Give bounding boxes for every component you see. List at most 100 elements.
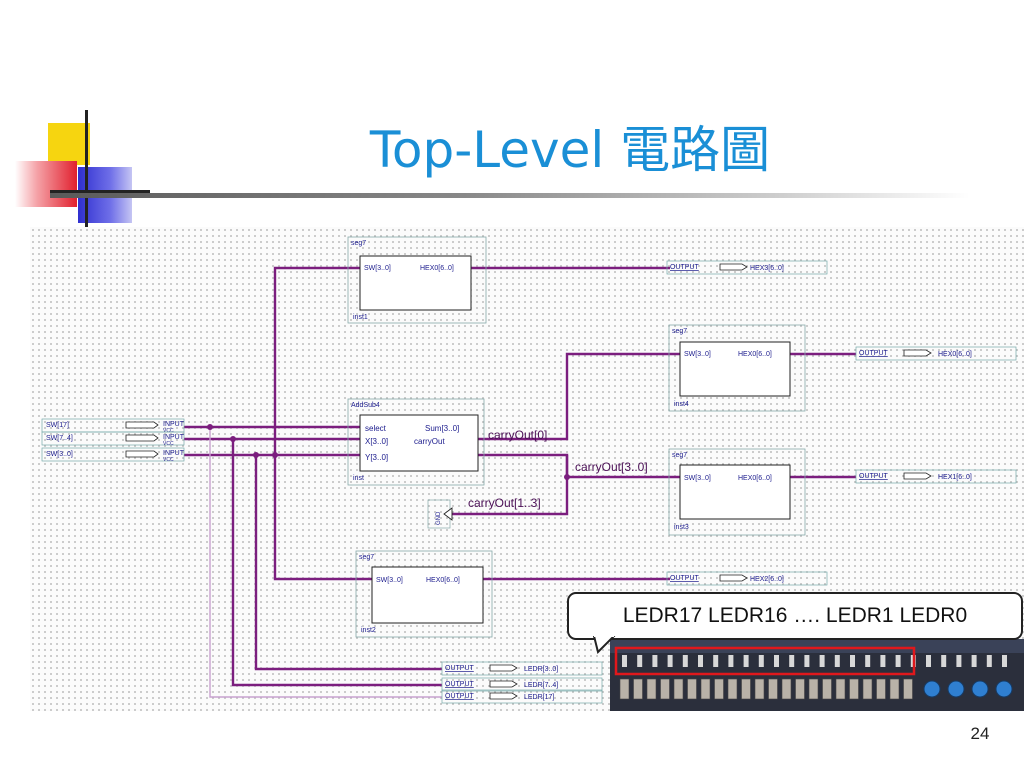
title-underline <box>50 193 970 198</box>
board-slide-switch <box>795 678 805 700</box>
net-label-carryout-1-3: carryOut[1..3] <box>468 496 541 510</box>
port-sum: Sum[3..0] <box>425 424 459 433</box>
board-slide-switch <box>754 678 765 700</box>
output-pin-ledr17: OUTPUT LEDR[17] <box>441 689 603 704</box>
board-slide-switch <box>835 678 846 700</box>
wires <box>184 266 856 687</box>
input-pin-vcc: VCC <box>163 428 174 434</box>
board-slide-switch <box>862 678 873 700</box>
block-frame <box>668 324 806 412</box>
block-frame <box>668 448 806 536</box>
gnd-symbol: GND <box>427 499 453 529</box>
board-slide-switch <box>741 678 751 700</box>
board-slide-switch <box>646 678 657 700</box>
output-pin-name: HEX3[6..0] <box>750 265 784 272</box>
junction-dot <box>230 436 236 442</box>
input-pin-sw74: SW[7..4] INPUT VCC <box>41 431 185 447</box>
input-pins: SW[17] INPUT VCC SW[7..4] INPUT VCC SW[3… <box>41 418 185 463</box>
block-instance-label: inst1 <box>353 314 368 321</box>
input-pin-frame <box>41 431 185 446</box>
board-led <box>652 655 658 667</box>
gnd-triangle <box>443 507 453 521</box>
output-pin-frame <box>441 689 603 704</box>
output-pin-frame <box>441 661 603 676</box>
input-pin-arrow <box>125 450 159 458</box>
block-instance-label: inst2 <box>361 627 376 634</box>
corner-ornament <box>10 105 150 230</box>
slide-title: Top-Level 電路圖 <box>369 121 771 179</box>
block-port-out: HEX0[6..0] <box>426 577 460 584</box>
output-pin-hex2: OUTPUT HEX2[6..0] <box>666 571 828 586</box>
ornament-horizontal-line <box>50 190 150 193</box>
board-slide-switch <box>889 678 900 700</box>
board-slide-switch <box>876 678 886 700</box>
output-pins: OUTPUT HEX3[6..0] OUTPUT HEX0[6..0] OUTP… <box>441 260 1017 704</box>
board-led <box>758 655 764 667</box>
callout-pointer-mask <box>594 636 614 637</box>
output-pin-tag: OUTPUT <box>445 665 475 672</box>
output-pin-name: LEDR[7..4] <box>524 682 558 689</box>
wire-to-inst1 <box>273 266 360 455</box>
led-row <box>622 655 1007 667</box>
ornament-vertical-line <box>85 110 88 230</box>
switch-row <box>619 678 913 700</box>
board-led <box>819 655 825 667</box>
callout-highlight-box <box>614 646 916 676</box>
seg7-inst2: seg7 SW[3..0] HEX0[6..0] inst2 <box>355 550 493 638</box>
board-led <box>941 655 947 667</box>
block-type-label: AddSub4 <box>351 402 380 409</box>
board-led <box>804 655 810 667</box>
output-pin-hex3: OUTPUT HEX3[6..0] <box>666 260 828 275</box>
port-select: select <box>365 424 387 433</box>
board-slide-switch <box>808 678 819 700</box>
seg7-inst4: seg7 SW[3..0] HEX0[6..0] inst4 <box>668 324 806 412</box>
board-slide-switch <box>822 678 832 700</box>
block-instance-label: inst <box>353 475 364 482</box>
input-pin-vcc: VCC <box>163 457 174 463</box>
wire-to-inst2 <box>273 455 372 581</box>
board-led <box>682 655 688 667</box>
board-led <box>956 655 962 667</box>
output-pin-arrow <box>719 574 748 582</box>
output-pin-name: HEX0[6..0] <box>938 351 972 358</box>
input-pin-sw17: SW[17] INPUT VCC <box>41 418 185 434</box>
led-callout: LEDR17 LEDR16 …. LEDR1 LEDR0 <box>567 592 1023 640</box>
board-push-button <box>923 680 941 698</box>
block-body <box>679 341 791 397</box>
board-led <box>743 655 749 667</box>
input-pin-name: SW[3..0] <box>46 451 73 458</box>
output-pin-hex1: OUTPUT HEX1[6..0] <box>855 469 1017 484</box>
input-pin-frame <box>41 447 185 462</box>
board-led <box>774 655 779 667</box>
block-body <box>359 414 479 472</box>
junction-dot <box>272 452 278 458</box>
board-led <box>850 655 855 667</box>
output-pin-hex0: OUTPUT HEX0[6..0] <box>855 346 1017 361</box>
board-slide-switch <box>903 678 913 700</box>
seg7-inst3: seg7 SW[3..0] HEX0[6..0] inst3 <box>668 448 806 536</box>
wire-sum-inst4 <box>478 352 680 441</box>
callout-pointer-tail <box>592 636 616 654</box>
block-port-out: HEX0[6..0] <box>738 475 772 482</box>
output-pin-ledr74: OUTPUT LEDR[7..4] <box>441 677 603 692</box>
board-push-button <box>971 680 989 698</box>
board-led <box>728 655 734 667</box>
wire-to-ledr17 <box>209 427 442 698</box>
port-x: X[3..0] <box>365 437 388 446</box>
junctions <box>207 424 570 480</box>
board-led <box>834 655 840 667</box>
input-pin-tag: INPUT <box>163 450 185 457</box>
block-type-label: seg7 <box>351 240 366 247</box>
block-type-label: seg7 <box>672 328 687 335</box>
addsub4-block: AddSub4 select X[3..0] Y[3..0] Sum[3..0]… <box>347 398 485 486</box>
input-pin-name: SW[7..4] <box>46 435 73 442</box>
junction-dot <box>564 474 570 480</box>
output-pin-tag: OUTPUT <box>670 264 700 271</box>
output-pin-name: HEX1[6..0] <box>938 474 972 481</box>
output-pin-frame <box>666 260 828 275</box>
output-pin-ledr30: OUTPUT LEDR[3..0] <box>441 661 603 676</box>
board-photo <box>610 639 1024 711</box>
output-pin-arrow <box>903 472 932 480</box>
block-port-in: SW[3..0] <box>684 475 711 482</box>
board-led <box>895 655 901 667</box>
